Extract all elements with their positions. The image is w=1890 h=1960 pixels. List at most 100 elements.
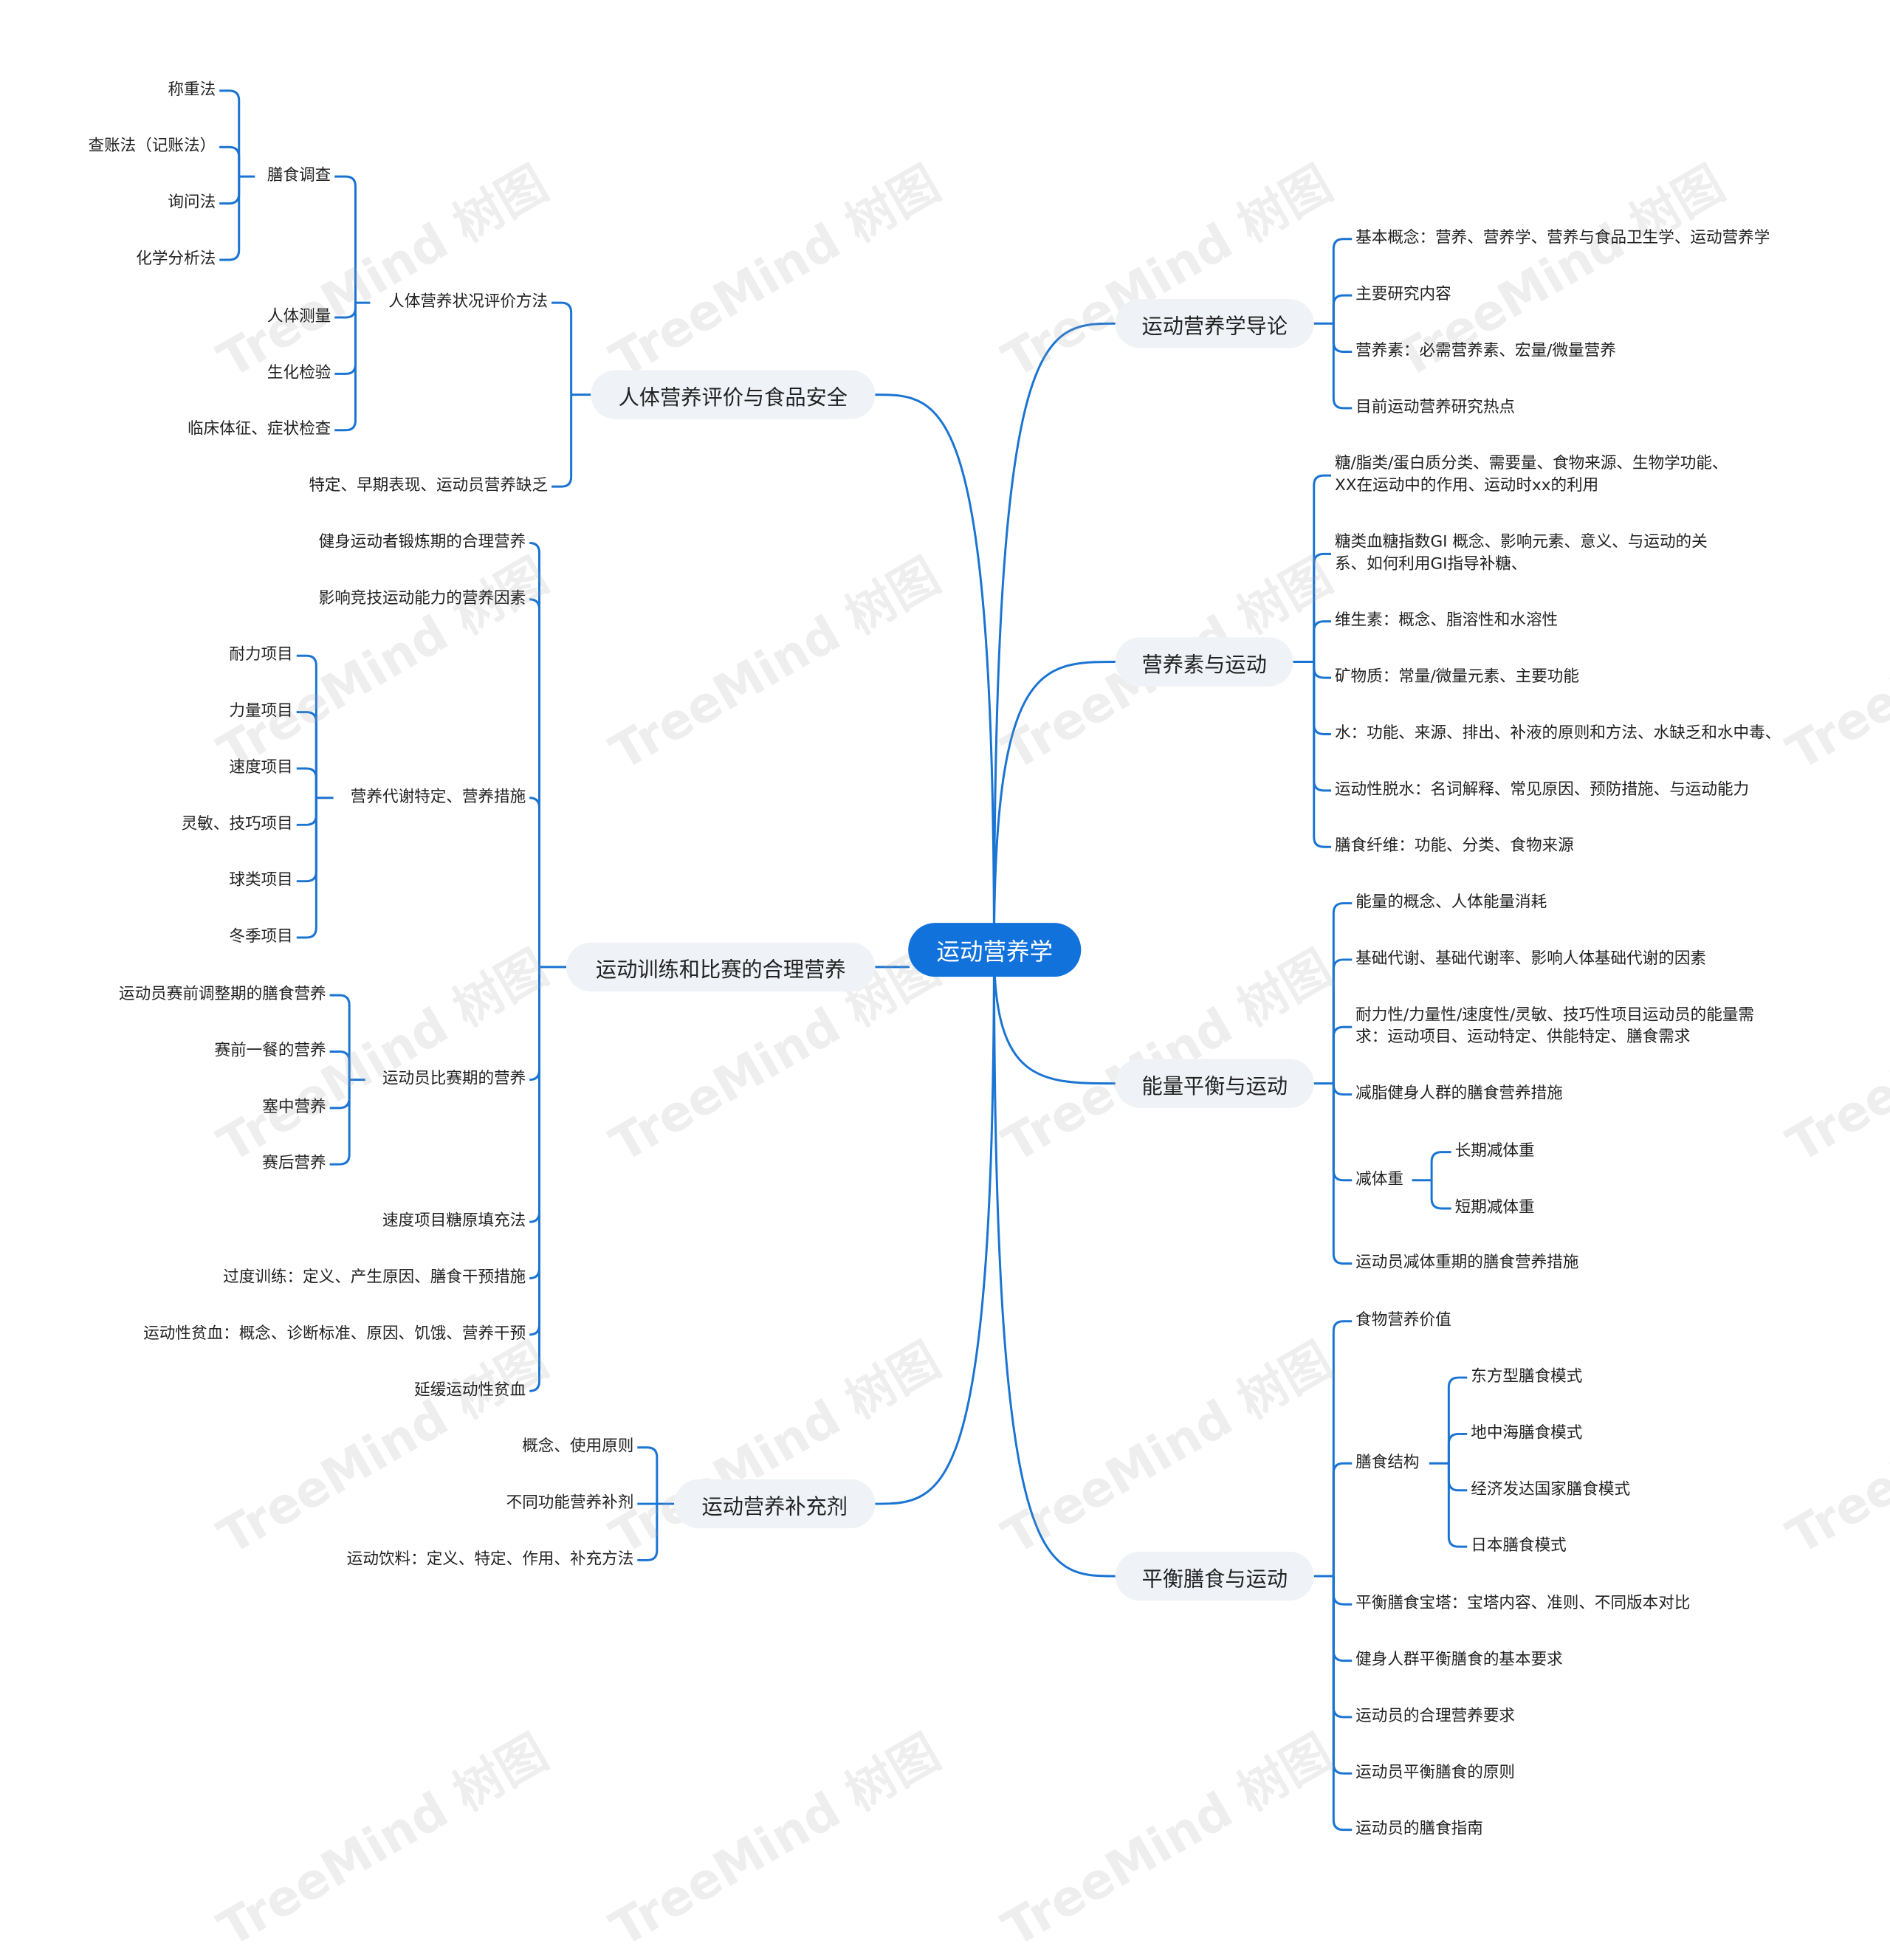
connector-line: [334, 303, 357, 319]
topic-node[interactable]: 称重法: [168, 80, 216, 100]
connector-line: [637, 1504, 659, 1561]
topic-node[interactable]: 运动员平衡膳食的原则: [1355, 1764, 1516, 1782]
topic-node[interactable]: 延缓运动性贫血: [414, 1381, 526, 1400]
topic-node[interactable]: 运动性贫血：概念、诊断标准、原因、饥饿、营养干预: [143, 1324, 526, 1344]
topic-node[interactable]: 运动员的膳食指南: [1355, 1820, 1483, 1839]
topic-node[interactable]: 基本概念：营养、营养学、营养与食品卫生学、运动营养学: [1355, 229, 1770, 248]
main-topic-node[interactable]: 平衡膳食与运动: [1115, 1551, 1314, 1601]
topic-node[interactable]: 不同功能营养补剂: [506, 1493, 634, 1513]
topic-node[interactable]: 健身运动者锻炼期的合理营养: [318, 533, 526, 552]
connector-line: [1447, 1432, 1468, 1464]
topic-node[interactable]: 人体营养状况评价方法: [388, 292, 549, 312]
topic-node[interactable]: 膳食纤维：功能、分类、食物来源: [1334, 836, 1574, 856]
connector-line: [1332, 1576, 1353, 1775]
topic-node[interactable]: 冬季项目: [229, 927, 293, 946]
topic-node[interactable]: 运动饮料：定义、特定、作用、补充方法: [346, 1550, 634, 1569]
main-topic-node[interactable]: 运动营养学导论: [1115, 299, 1314, 348]
connector-line: [296, 654, 317, 798]
topic-node[interactable]: 过度训练：定义、产生原因、膳食干预措施: [223, 1268, 526, 1287]
connector-line: [992, 949, 1116, 1085]
main-topic-node[interactable]: 运动营养补充剂: [674, 1479, 876, 1529]
topic-node[interactable]: 糖/脂类/蛋白质分类、需要量、食物来源、生物学功能、 XX在运动中的作用、运动时…: [1334, 454, 1728, 495]
topic-node[interactable]: 特定、早期表现、运动员营养缺乏: [309, 476, 549, 495]
topic-node[interactable]: 球类项目: [229, 871, 293, 890]
main-topic-node[interactable]: 运动训练和比赛的合理营养: [566, 942, 876, 992]
main-topic-node[interactable]: 能量平衡与运动: [1115, 1059, 1314, 1108]
connector-line: [296, 797, 317, 883]
topic-node[interactable]: 查账法（记账法）: [88, 137, 216, 156]
connector-line: [1332, 1576, 1353, 1662]
topic-node[interactable]: 影响竞技运动能力的营养因素: [318, 589, 526, 608]
topic-node[interactable]: 减体重: [1355, 1170, 1403, 1189]
connector-line: [296, 767, 317, 798]
connector-line: [1332, 1320, 1353, 1577]
connector-line: [1430, 1151, 1451, 1180]
topic-node[interactable]: 运动员比赛期的营养: [382, 1070, 526, 1089]
connector-line: [1332, 1576, 1353, 1719]
topic-node[interactable]: 糖类血糖指数GI 概念、影响元素、意义、与运动的关 系、如何利用GI指导补糖、: [1334, 533, 1708, 574]
topic-node[interactable]: 能量的概念、人体能量消耗: [1355, 893, 1547, 912]
topic-node[interactable]: 运动员的合理营养要求: [1355, 1707, 1516, 1726]
connector-line: [1313, 620, 1331, 662]
connector-line: [992, 322, 1116, 950]
topic-node[interactable]: 基础代谢、基础代谢率、影响人体基础代谢的因素: [1355, 949, 1707, 969]
connector-line: [219, 176, 241, 261]
root-node-label: 运动营养学: [936, 938, 1054, 966]
connector-line: [529, 797, 540, 967]
main-topic-label: 能量平衡与运动: [1141, 1074, 1288, 1099]
main-topic-node[interactable]: 营养素与运动: [1115, 637, 1293, 687]
connector-line: [1332, 1576, 1353, 1606]
connector-line: [1332, 902, 1353, 1084]
topic-node[interactable]: 矿物质：常量/微量元素、主要功能: [1334, 667, 1579, 687]
topic-node[interactable]: 速度项目糖原填充法: [382, 1211, 526, 1231]
connector-line: [329, 1050, 351, 1080]
connector-line: [296, 797, 317, 939]
topic-node[interactable]: 短期减体重: [1454, 1198, 1535, 1217]
topic-node[interactable]: 平衡膳食宝塔：宝塔内容、准则、不同版本对比: [1355, 1594, 1691, 1613]
main-topic-label: 运动训练和比赛的合理营养: [595, 957, 846, 983]
topic-node[interactable]: 运动员赛前调整期的膳食营养: [119, 985, 326, 1004]
connector-line: [529, 966, 540, 1223]
topic-node[interactable]: 生化检验: [267, 364, 331, 382]
connector-line: [1447, 1463, 1468, 1492]
topic-node[interactable]: 经济发达国家膳食模式: [1471, 1480, 1631, 1499]
topic-node[interactable]: 减脂健身人群的膳食营养措施: [1355, 1084, 1563, 1104]
topic-node[interactable]: 水：功能、来源、排出、补液的原则和方法、水缺乏和水中毒、: [1334, 724, 1781, 743]
topic-node[interactable]: 运动性脱水：名词解释、常见原因、预防措施、与运动能力: [1334, 780, 1750, 800]
topic-node[interactable]: 耐力项目: [229, 645, 293, 664]
topic-node[interactable]: 膳食调查: [267, 166, 331, 185]
connector-line: [334, 303, 357, 375]
topic-node[interactable]: 速度项目: [229, 758, 293, 777]
connector-line: [529, 541, 540, 967]
topic-node[interactable]: 健身人群平衡膳食的基本要求: [1355, 1651, 1563, 1670]
topic-node[interactable]: 主要研究内容: [1355, 285, 1451, 304]
connector-line: [637, 1446, 659, 1505]
topic-node[interactable]: 膳食结构: [1355, 1453, 1420, 1472]
topic-node[interactable]: 赛后营养: [262, 1154, 326, 1173]
topic-node[interactable]: 食物营养价值: [1355, 1311, 1451, 1330]
topic-node[interactable]: 地中海膳食模式: [1471, 1424, 1583, 1443]
topic-node[interactable]: 塞中营养: [262, 1098, 326, 1117]
topic-node[interactable]: 维生素：概念、脂溶性和水溶性: [1334, 611, 1559, 630]
topic-node[interactable]: 赛前一餐的营养: [214, 1042, 326, 1061]
connector-line: [1430, 1180, 1451, 1210]
root-node[interactable]: 运动营养学: [908, 923, 1082, 977]
topic-node[interactable]: 营养代谢特定、营养措施: [350, 788, 526, 807]
topic-node[interactable]: 人体测量: [267, 307, 331, 326]
topic-node[interactable]: 日本膳食模式: [1471, 1536, 1567, 1555]
topic-node[interactable]: 长期减体重: [1454, 1142, 1535, 1161]
topic-node[interactable]: 东方型膳食模式: [1471, 1367, 1583, 1386]
topic-node[interactable]: 化学分析法: [136, 250, 216, 269]
topic-node[interactable]: 运动员减体重期的膳食营养措施: [1355, 1254, 1579, 1273]
topic-node[interactable]: 目前运动营养研究热点: [1355, 398, 1516, 417]
topic-node[interactable]: 力量项目: [229, 702, 293, 721]
topic-node[interactable]: 灵敏、技巧项目: [181, 815, 293, 833]
main-topic-node[interactable]: 人体营养评价与食品安全: [591, 370, 876, 419]
topic-node[interactable]: 概念、使用原则: [522, 1437, 634, 1457]
topic-node[interactable]: 询问法: [168, 193, 216, 213]
connector-line: [1332, 1576, 1353, 1832]
topic-node[interactable]: 耐力性/力量性/速度性/灵敏、技巧性项目运动员的能量需 求：运动项目、运动特定、…: [1355, 1006, 1754, 1047]
topic-node[interactable]: 临床体征、症状检查: [187, 420, 331, 439]
topic-node[interactable]: 营养素：必需营养素、宏量/微量营养: [1355, 342, 1616, 361]
connector-line: [1447, 1463, 1468, 1548]
